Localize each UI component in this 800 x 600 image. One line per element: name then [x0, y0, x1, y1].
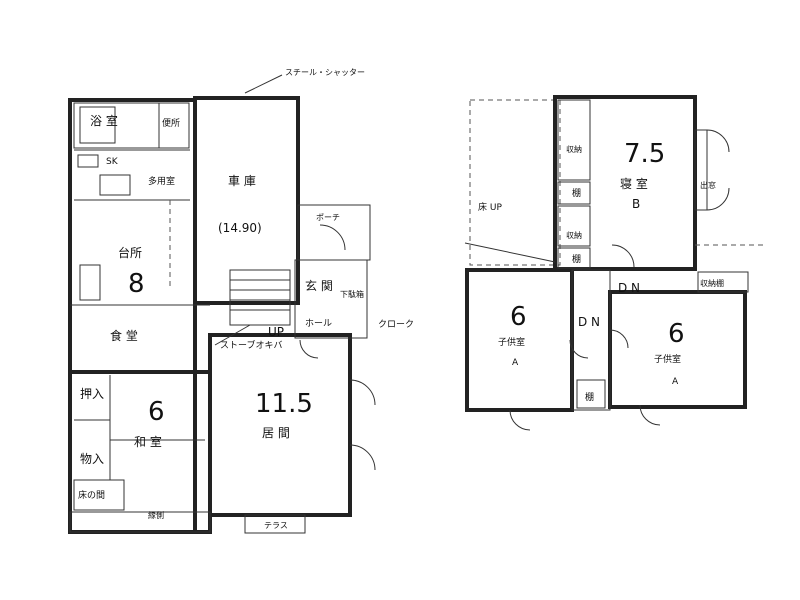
dn-label-1: D N	[618, 281, 640, 295]
door-arc	[509, 409, 531, 431]
japanese-label: 和 室	[134, 434, 162, 449]
dining-label: 食 堂	[110, 328, 138, 343]
shelf-label-2: 棚	[572, 253, 581, 265]
window-label: 出窓	[700, 180, 716, 190]
stove-leader	[214, 324, 251, 346]
stair-box	[229, 269, 291, 326]
storage2-label: 収納棚	[700, 278, 724, 288]
shutter-leader	[244, 74, 283, 94]
roof-up-label: 床 UP	[478, 201, 502, 213]
door-arc	[609, 329, 629, 349]
door-arc	[706, 129, 730, 153]
japanese-size: 6	[148, 397, 165, 427]
kitchen-size: 8	[128, 269, 145, 299]
door-arc	[349, 379, 376, 406]
living-size: 11.5	[255, 389, 313, 419]
shelf-label: 棚	[572, 187, 581, 199]
shelf-label-3: 棚	[585, 391, 594, 403]
door-arc	[319, 224, 346, 251]
storage-box	[557, 205, 591, 247]
child-b-label: 子供室	[654, 353, 681, 365]
oshiire-label: 押入	[80, 387, 104, 401]
shelf-box	[557, 181, 591, 205]
entrance-label: 玄 関	[305, 278, 333, 293]
toilet-outline	[158, 102, 190, 149]
door-arc	[706, 187, 730, 211]
tokonoma-box	[73, 479, 125, 511]
bedroom-label: 寝 室	[620, 176, 648, 191]
bathtub	[79, 106, 116, 144]
shoe-label: 下駄箱	[340, 289, 364, 299]
bath-label: 浴 室	[90, 113, 118, 128]
child-b-wall	[608, 290, 747, 409]
tokonoma-label: 床の間	[78, 489, 105, 501]
stairs-ground	[229, 269, 291, 326]
storage-label-2: 収納	[566, 230, 582, 240]
door-arc	[349, 444, 376, 471]
storage2-box	[697, 271, 749, 293]
garage-label: 車 庫	[228, 174, 256, 188]
child-b-size: 6	[668, 319, 685, 349]
hall-label: ホール	[305, 318, 332, 329]
cloak-label: クローク	[378, 319, 414, 330]
sk-label: SK	[106, 157, 119, 167]
bedroom-sub: B	[632, 197, 640, 211]
counter	[79, 264, 101, 301]
utility-label: 多用室	[148, 175, 175, 187]
door-arc	[639, 404, 661, 426]
shutter-label: スチール・シャッター	[285, 68, 365, 77]
porch-label: ポーチ	[316, 213, 340, 222]
kitchen-label: 台所	[118, 245, 142, 260]
child-b-sub: A	[672, 377, 679, 387]
bay-window	[694, 129, 708, 211]
child-a-sub: A	[512, 358, 519, 368]
garage-area-label: (14.90)	[218, 221, 262, 235]
door-arc	[611, 244, 635, 268]
shelf-box-lower	[576, 379, 606, 409]
dn-label-2: D N	[578, 315, 600, 329]
balcony-outline	[469, 99, 561, 266]
washer	[99, 174, 131, 196]
storage-box	[557, 99, 591, 181]
upper-floor	[464, 95, 765, 431]
toilet-label: 便所	[162, 117, 180, 129]
garage-wall	[193, 96, 300, 305]
child-a-label: 子供室	[498, 336, 525, 348]
child-a-size: 6	[510, 302, 527, 332]
porch-outline	[297, 204, 371, 261]
living-label: 居 間	[262, 426, 290, 440]
bedroom-size: 7.5	[624, 139, 665, 169]
door-arc	[569, 339, 589, 359]
monoire-label: 物入	[80, 452, 104, 466]
terrace-label: テラス	[264, 521, 288, 530]
sink	[77, 154, 99, 168]
terrace-box	[244, 514, 306, 534]
left-block-wall	[68, 98, 197, 534]
door-arc	[299, 339, 319, 359]
roof-line	[464, 242, 556, 263]
ground-floor	[68, 74, 376, 534]
shelf-box	[557, 247, 591, 269]
living-wall	[208, 333, 352, 517]
up-label: UP	[268, 325, 284, 339]
stove-label: ストーブオキバ	[220, 339, 282, 351]
engawa-box	[69, 511, 211, 533]
hall-outline	[571, 269, 611, 411]
storage-label: 収納	[566, 144, 582, 154]
engawa-label: 縁側	[148, 510, 164, 520]
